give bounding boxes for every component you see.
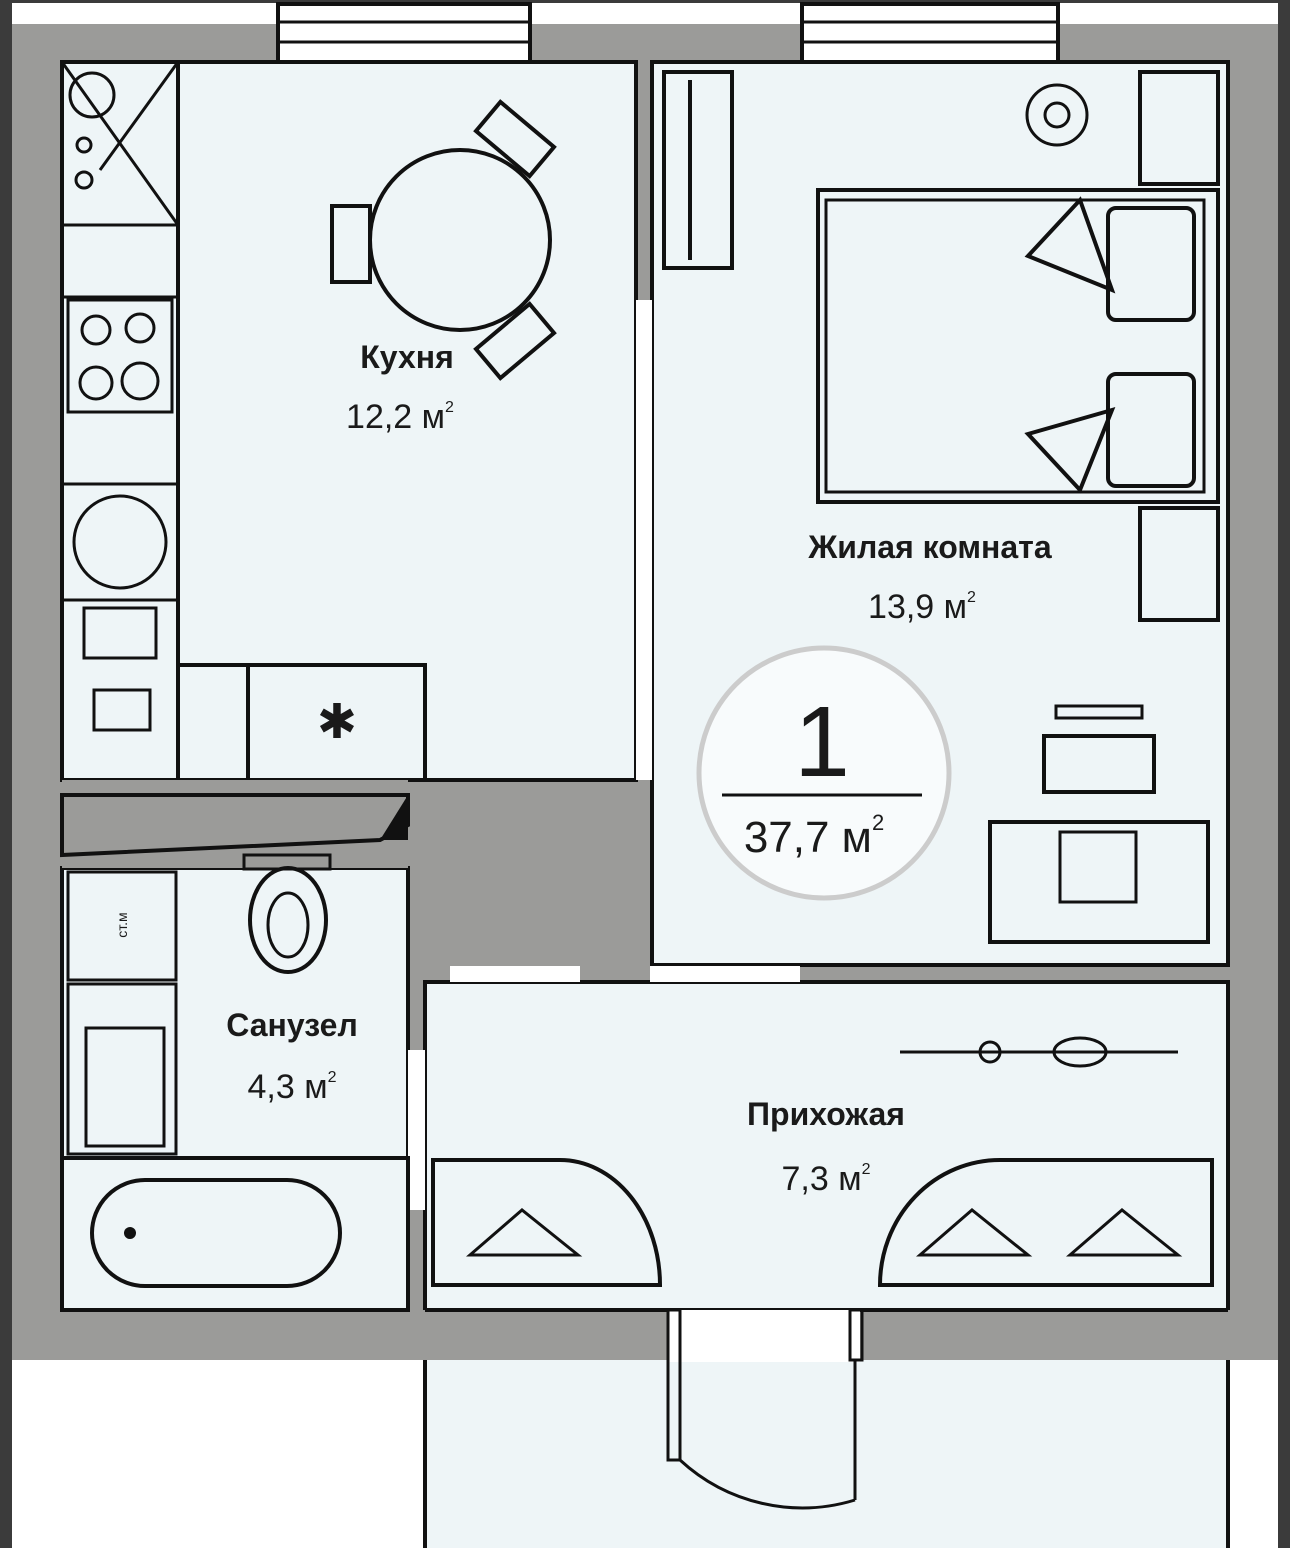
room-hall bbox=[423, 980, 1230, 1548]
window-living bbox=[800, 2, 1060, 64]
door-living-hall[interactable] bbox=[650, 966, 800, 982]
hall-name: Прихожая bbox=[747, 1096, 905, 1132]
hanger-icon bbox=[1065, 1208, 1183, 1257]
wardrobe-left bbox=[431, 1158, 663, 1287]
hanger-icon bbox=[465, 1208, 583, 1257]
pillow bbox=[1106, 372, 1196, 488]
chair-icon bbox=[1042, 734, 1156, 794]
riser-label: ст.м bbox=[114, 912, 130, 937]
cooktop-icon bbox=[66, 298, 174, 414]
hall-area: 7,3 м2 bbox=[782, 1160, 871, 1198]
washing-machine-door bbox=[84, 1026, 166, 1148]
sink-icon bbox=[68, 71, 116, 119]
frame-left bbox=[0, 0, 12, 1548]
bathroom-area: 4,3 м2 bbox=[248, 1068, 337, 1106]
chair-icon bbox=[473, 301, 557, 381]
living-name: Жилая комната bbox=[807, 529, 1051, 565]
bed bbox=[816, 188, 1220, 504]
total-area: 37,7 м2 bbox=[744, 810, 884, 862]
washing-machine bbox=[66, 982, 178, 1156]
kitchen-area: 12,2 м2 bbox=[346, 398, 454, 436]
plant-icon bbox=[1025, 83, 1089, 147]
kitchen-name: Кухня bbox=[360, 339, 454, 375]
pillow bbox=[1106, 206, 1196, 322]
door-bathroom[interactable] bbox=[408, 1050, 425, 1210]
shelf-corner bbox=[380, 795, 408, 840]
desk bbox=[988, 704, 1210, 944]
laptop-icon bbox=[1058, 830, 1138, 904]
window-kitchen bbox=[276, 2, 532, 64]
nightstand bbox=[1138, 506, 1220, 622]
nightstand bbox=[1138, 70, 1220, 186]
chair-icon bbox=[473, 99, 557, 179]
living-area: 13,9 м2 bbox=[868, 588, 976, 626]
toilet bbox=[242, 853, 332, 974]
coat-rack-icon bbox=[900, 1036, 1178, 1068]
snowflake-icon: ✱ bbox=[317, 696, 357, 749]
wardrobe-right bbox=[877, 1158, 1214, 1287]
entrance-door[interactable] bbox=[666, 1308, 864, 1510]
riser: ст.м bbox=[66, 870, 178, 982]
apartment-badge: 1 37,7 м2 bbox=[696, 645, 952, 901]
tv-stand bbox=[662, 70, 734, 270]
rooms-count: 1 bbox=[794, 686, 850, 798]
door-kitchen-hall[interactable] bbox=[450, 966, 580, 982]
washer-icon bbox=[72, 494, 168, 590]
bathtub bbox=[60, 1156, 410, 1312]
frame-right bbox=[1278, 0, 1290, 1548]
frame-top bbox=[0, 0, 1290, 3]
kitchen-living-opening bbox=[636, 300, 652, 780]
bathroom-name: Санузел bbox=[226, 1007, 358, 1043]
room-kitchen bbox=[60, 60, 638, 782]
hanger-icon bbox=[915, 1208, 1033, 1257]
chair-icon bbox=[330, 204, 372, 284]
room-bathroom bbox=[60, 866, 410, 1312]
bottom-wall bbox=[12, 1310, 1278, 1360]
dining-table bbox=[330, 99, 557, 381]
